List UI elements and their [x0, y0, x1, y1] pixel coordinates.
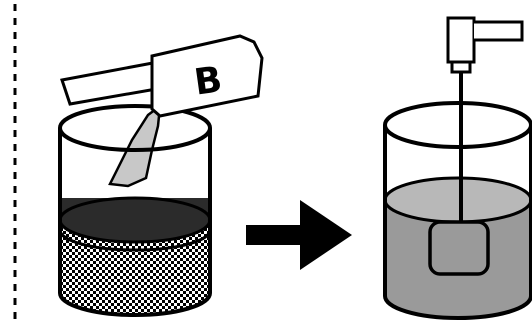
beaker-left — [58, 103, 212, 317]
right-arrow-icon — [246, 200, 352, 270]
packet-label: B — [192, 59, 225, 103]
beaker-right-rim — [383, 101, 532, 149]
packet-b: B — [60, 34, 264, 118]
beaker-right — [383, 16, 532, 320]
dark-layer-top — [58, 196, 212, 244]
powder-stream — [108, 103, 162, 188]
solution-top — [383, 176, 532, 224]
beaker-left-rim — [58, 104, 212, 152]
